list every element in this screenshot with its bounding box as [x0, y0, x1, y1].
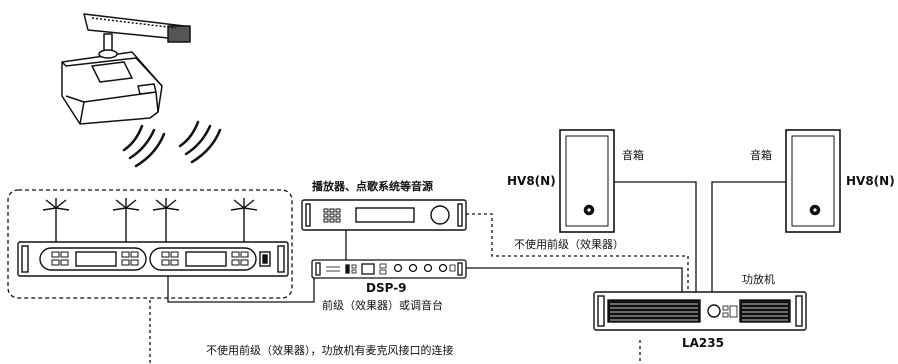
power-amplifier-unit [593, 291, 807, 331]
wiring-solid [167, 181, 786, 303]
processor-model-label: DSP-9 [366, 281, 407, 295]
speaker-right-model: HV8(N) [846, 174, 895, 188]
audio-source-player [301, 199, 467, 231]
amplifier-model: LA235 [682, 336, 724, 350]
speaker-left-label: 音箱 [622, 149, 644, 162]
wireless-receiver-unit [17, 241, 289, 277]
antenna-icons [42, 198, 258, 242]
direct-connection-note: 不使用前级（效果器），功放机有麦克风接口的连接 [206, 344, 454, 357]
speaker-left [559, 129, 615, 233]
dsp-processor-unit [311, 259, 467, 279]
sound-wave-icons [122, 120, 222, 168]
amplifier-title: 功放机 [742, 273, 775, 286]
processor-caption: 前级（效果器）或调音台 [322, 299, 443, 312]
source-label: 播放器、点歌系统等音源 [312, 180, 433, 193]
speaker-right [785, 129, 841, 233]
bypass-preamp-note: 不使用前级（效果器） [514, 238, 624, 251]
speaker-right-label: 音箱 [750, 149, 772, 162]
wiring-dashed [149, 213, 689, 364]
speaker-left-model: HV8(N) [507, 174, 556, 188]
wireless-receiver-group [7, 189, 293, 299]
conference-microphone-illustration [61, 13, 191, 125]
